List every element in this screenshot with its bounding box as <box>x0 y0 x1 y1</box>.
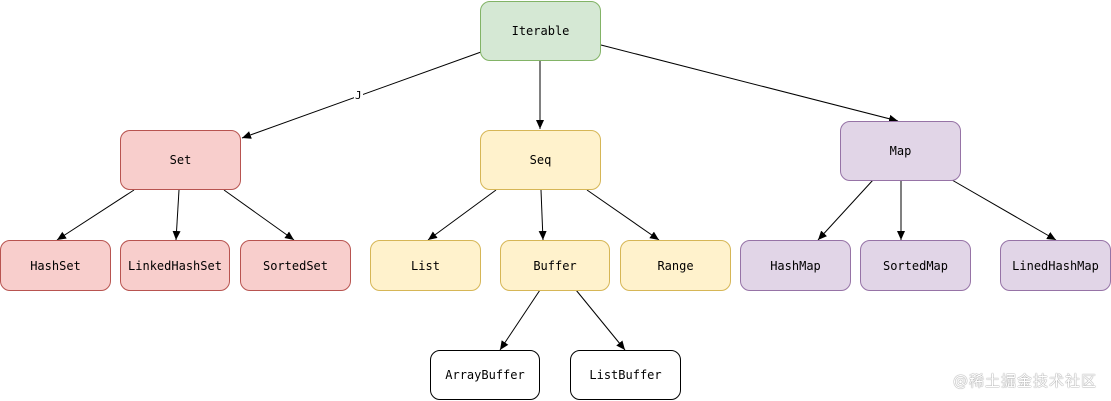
node-linkedhashset[interactable]: LinkedHashSet <box>120 240 230 291</box>
edge-buffer-listbuffer <box>575 289 626 351</box>
node-sortedmap[interactable]: SortedMap <box>860 240 971 291</box>
edge-map-hashmap <box>817 179 874 241</box>
edge-set-hashset <box>56 189 135 241</box>
edge-set-linkedhashset <box>172 189 181 241</box>
node-range[interactable]: Range <box>620 240 731 291</box>
node-arraybuffer[interactable]: ArrayBuffer <box>430 350 540 400</box>
edge-set-sortedset <box>223 189 295 241</box>
node-map[interactable]: Map <box>840 121 961 181</box>
node-hashmap[interactable]: HashMap <box>740 240 851 291</box>
node-list[interactable]: List <box>370 240 481 291</box>
node-linedhashmap[interactable]: LinedHashMap <box>1000 240 1111 291</box>
node-sortedset[interactable]: SortedSet <box>240 240 351 291</box>
edge-seq-list <box>427 189 497 241</box>
node-set[interactable]: Set <box>120 130 241 190</box>
watermark-text: @稀土掘金技术社区 <box>952 372 1097 390</box>
node-buffer[interactable]: Buffer <box>500 240 610 291</box>
edge-map-linedhashmap <box>951 179 1057 241</box>
edge-buffer-arraybuffer <box>499 289 541 351</box>
edge-label-j: J <box>354 89 363 102</box>
node-listbuffer[interactable]: ListBuffer <box>570 350 681 400</box>
node-hashset[interactable]: HashSet <box>0 240 111 291</box>
node-iterable[interactable]: Iterable <box>480 1 601 61</box>
edge-seq-range <box>586 189 660 241</box>
edge-iterable-map <box>600 44 899 123</box>
edge-seq-buffer <box>538 189 547 241</box>
node-seq[interactable]: Seq <box>480 130 601 190</box>
